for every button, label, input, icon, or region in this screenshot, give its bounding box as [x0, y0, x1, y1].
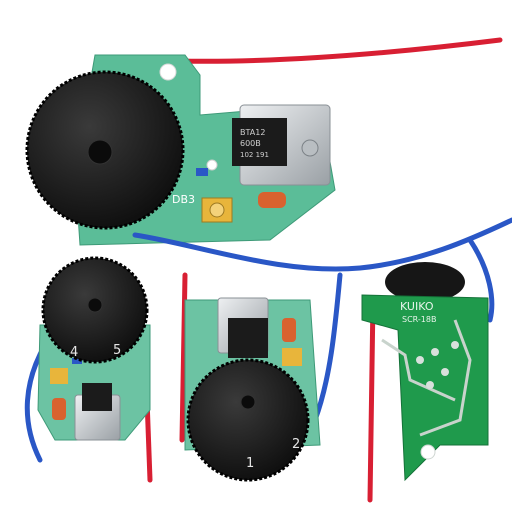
top-red-wire [147, 37, 503, 64]
back-label-sub: SCR-18B [402, 315, 436, 324]
back-knob-rim [385, 262, 465, 302]
middle-capacitor [282, 318, 296, 342]
middle-knob [186, 358, 310, 482]
back-red-wire [367, 297, 376, 503]
middle-blue-wire [312, 272, 343, 423]
top-capacitor [258, 192, 286, 208]
top-blue-wire [132, 217, 512, 272]
middle-dial-number-1: 1 [246, 456, 254, 471]
top-trimmer-dial [209, 202, 225, 218]
back-solder-pad-5 [451, 341, 459, 349]
left-trimmer [50, 368, 68, 384]
top-board: DB3 BTA12 600B 102 191 [25, 37, 512, 272]
back-trace-1 [381, 338, 456, 402]
left-knob-center [87, 297, 103, 313]
back-label-top: KUIKO [400, 300, 434, 313]
back-solder-pad-4 [426, 381, 434, 389]
back-solder-pad-1 [416, 356, 424, 364]
left-board: 4 5 [24, 256, 153, 483]
back-board: KUIKO SCR-18B [361, 237, 495, 503]
middle-trimmer [282, 348, 302, 366]
top-chip-line-3: 102 191 [240, 151, 269, 159]
top-heatsink-screw [301, 139, 319, 157]
top-silkscreen-label: DB3 [172, 193, 195, 206]
top-pcb-mount-hole [159, 63, 177, 81]
left-dial-number-4: 4 [70, 345, 78, 360]
top-triac-chip [232, 118, 287, 166]
back-solder-pad-3 [441, 368, 449, 376]
middle-board: 1 2 [179, 272, 343, 482]
back-trace-2 [419, 319, 472, 437]
back-solder-pad-2 [431, 348, 439, 356]
back-mount-hole [420, 444, 436, 460]
left-dial-number-5: 5 [113, 343, 121, 358]
back-blue-wire-end [467, 237, 495, 323]
middle-knob-center [240, 394, 256, 410]
top-knob-center [87, 139, 113, 165]
top-diode [196, 168, 208, 176]
left-capacitor [52, 398, 66, 420]
top-chip-line-2: 600B [240, 139, 261, 148]
top-pcb-hole-right [206, 159, 218, 171]
middle-triac-chip [228, 318, 268, 358]
left-diode [72, 358, 82, 364]
middle-dial-number-2: 2 [292, 437, 300, 452]
left-triac-chip [82, 383, 112, 411]
top-chip-line-1: BTA12 [240, 128, 265, 137]
